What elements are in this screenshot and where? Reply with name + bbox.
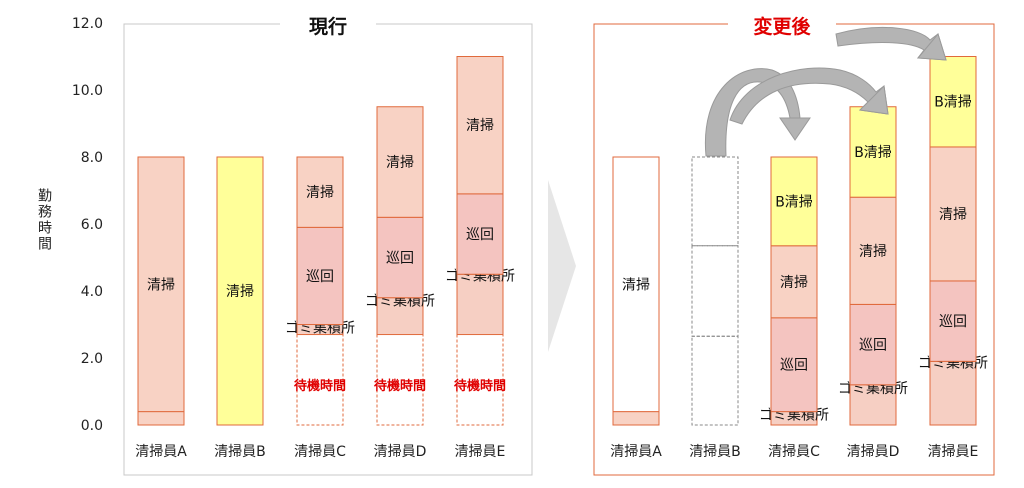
y-axis-label: 勤務時間 <box>36 188 52 252</box>
y-axis: 0.0 2.0 4.0 6.0 8.0 10.0 12.0 <box>72 16 103 434</box>
y-tick-label: 6.0 <box>81 217 103 233</box>
bar-segment-cleaning <box>296 156 344 228</box>
category-label: 清掃員B <box>689 443 741 460</box>
bar-segment-label: 巡回 <box>939 314 967 330</box>
arrow-to-d-head <box>858 84 889 115</box>
bar-segment-cleaning <box>456 56 504 195</box>
category-label: 清掃員E <box>928 443 979 460</box>
category-label: 清掃員D <box>847 443 900 460</box>
bar-segment-cleaning <box>929 146 977 282</box>
bar-segment-cleaning <box>612 411 660 426</box>
y-tick-label: 10.0 <box>72 83 103 99</box>
category-label: 清掃員C <box>768 443 820 460</box>
y-tick-label: 12.0 <box>72 16 103 32</box>
bar-segment-label: 清掃 <box>386 154 414 171</box>
bar-segment-moved <box>691 156 739 247</box>
bar-segment-label: B清掃 <box>854 144 892 161</box>
transition-chevron <box>548 180 576 352</box>
bar-segment-cleaning <box>137 156 185 413</box>
bar-segment-cleaning_b <box>770 156 818 247</box>
redistribution-arrows <box>704 26 947 157</box>
bar-segment-moved <box>691 335 739 426</box>
bar-segment-label: 待機時間 <box>293 378 346 394</box>
bar-segment-label: 巡回 <box>386 251 414 267</box>
bar-segment-label: 清掃 <box>780 274 808 291</box>
bar-segment-patrol <box>456 193 504 275</box>
bar-segment-label: 巡回 <box>859 338 887 354</box>
bar-segment-label: 清掃 <box>147 276 175 293</box>
y-tick-label: 8.0 <box>81 150 103 166</box>
bar-segment-cleaning <box>137 411 185 426</box>
category-label: 清掃員A <box>610 443 662 460</box>
bar-segment-moved <box>691 245 739 337</box>
bar-segment-label: 清掃 <box>226 283 254 300</box>
arrow-to-e-head <box>916 32 947 61</box>
bar-segment-label: 清掃 <box>306 184 334 201</box>
current-panel-title: 現行 <box>309 15 347 38</box>
category-label: 清掃員C <box>294 443 346 460</box>
category-label: 清掃員A <box>135 443 187 460</box>
current-bars: 清掃清掃待機時間ゴミ集積所巡回清掃待機時間ゴミ集積所巡回清掃待機時間ゴミ集積所巡… <box>137 56 515 426</box>
bar-segment-label: 清掃 <box>859 243 887 260</box>
category-label: 清掃員E <box>455 443 506 460</box>
bar-segment-garbage <box>929 360 977 426</box>
bar-segment-label: 巡回 <box>306 269 334 285</box>
bar-segment-label: 待機時間 <box>453 378 506 394</box>
bar-segment-cleaning <box>376 106 424 218</box>
bar-segment-cleaning_b <box>929 56 977 148</box>
bar-segment-label: 清掃 <box>939 206 967 223</box>
bar-segment-cleaning <box>770 245 818 319</box>
bar-segment-label: B清掃 <box>775 193 813 210</box>
category-labels: 清掃員A 清掃員B 清掃員C 清掃員D 清掃員E 清掃員A 清掃員B 清掃員C 清掃員D 清掃員E <box>135 443 978 460</box>
bar-segment-cleaning <box>849 196 897 305</box>
current-title-bg <box>280 12 376 40</box>
arrow-to-c-head <box>779 117 811 141</box>
y-tick-label: 0.0 <box>81 418 103 434</box>
bar-segment-cleaning_b <box>216 156 264 426</box>
y-tick-label: 2.0 <box>81 351 103 367</box>
after-title-bg <box>728 12 836 40</box>
category-label: 清掃員D <box>374 443 427 460</box>
y-tick-label: 4.0 <box>81 284 103 300</box>
bar-segment-garbage <box>456 273 504 336</box>
bar-segment-patrol <box>376 216 424 299</box>
bar-segment-patrol <box>929 280 977 362</box>
bar-segment-label: 清掃 <box>622 276 650 293</box>
after-panel-title: 変更後 <box>753 15 811 38</box>
bar-segment-label: 待機時間 <box>373 378 426 394</box>
bar-segment-label: 巡回 <box>780 358 808 374</box>
bar-segment-label: 清掃 <box>466 117 494 134</box>
category-label: 清掃員B <box>214 443 266 460</box>
bar-segment-label: B清掃 <box>934 94 972 111</box>
bar-segment-empty <box>612 156 660 413</box>
bar-segment-label: 巡回 <box>466 227 494 243</box>
bar-segment-garbage <box>376 297 424 336</box>
bar-segment-patrol <box>296 226 344 326</box>
